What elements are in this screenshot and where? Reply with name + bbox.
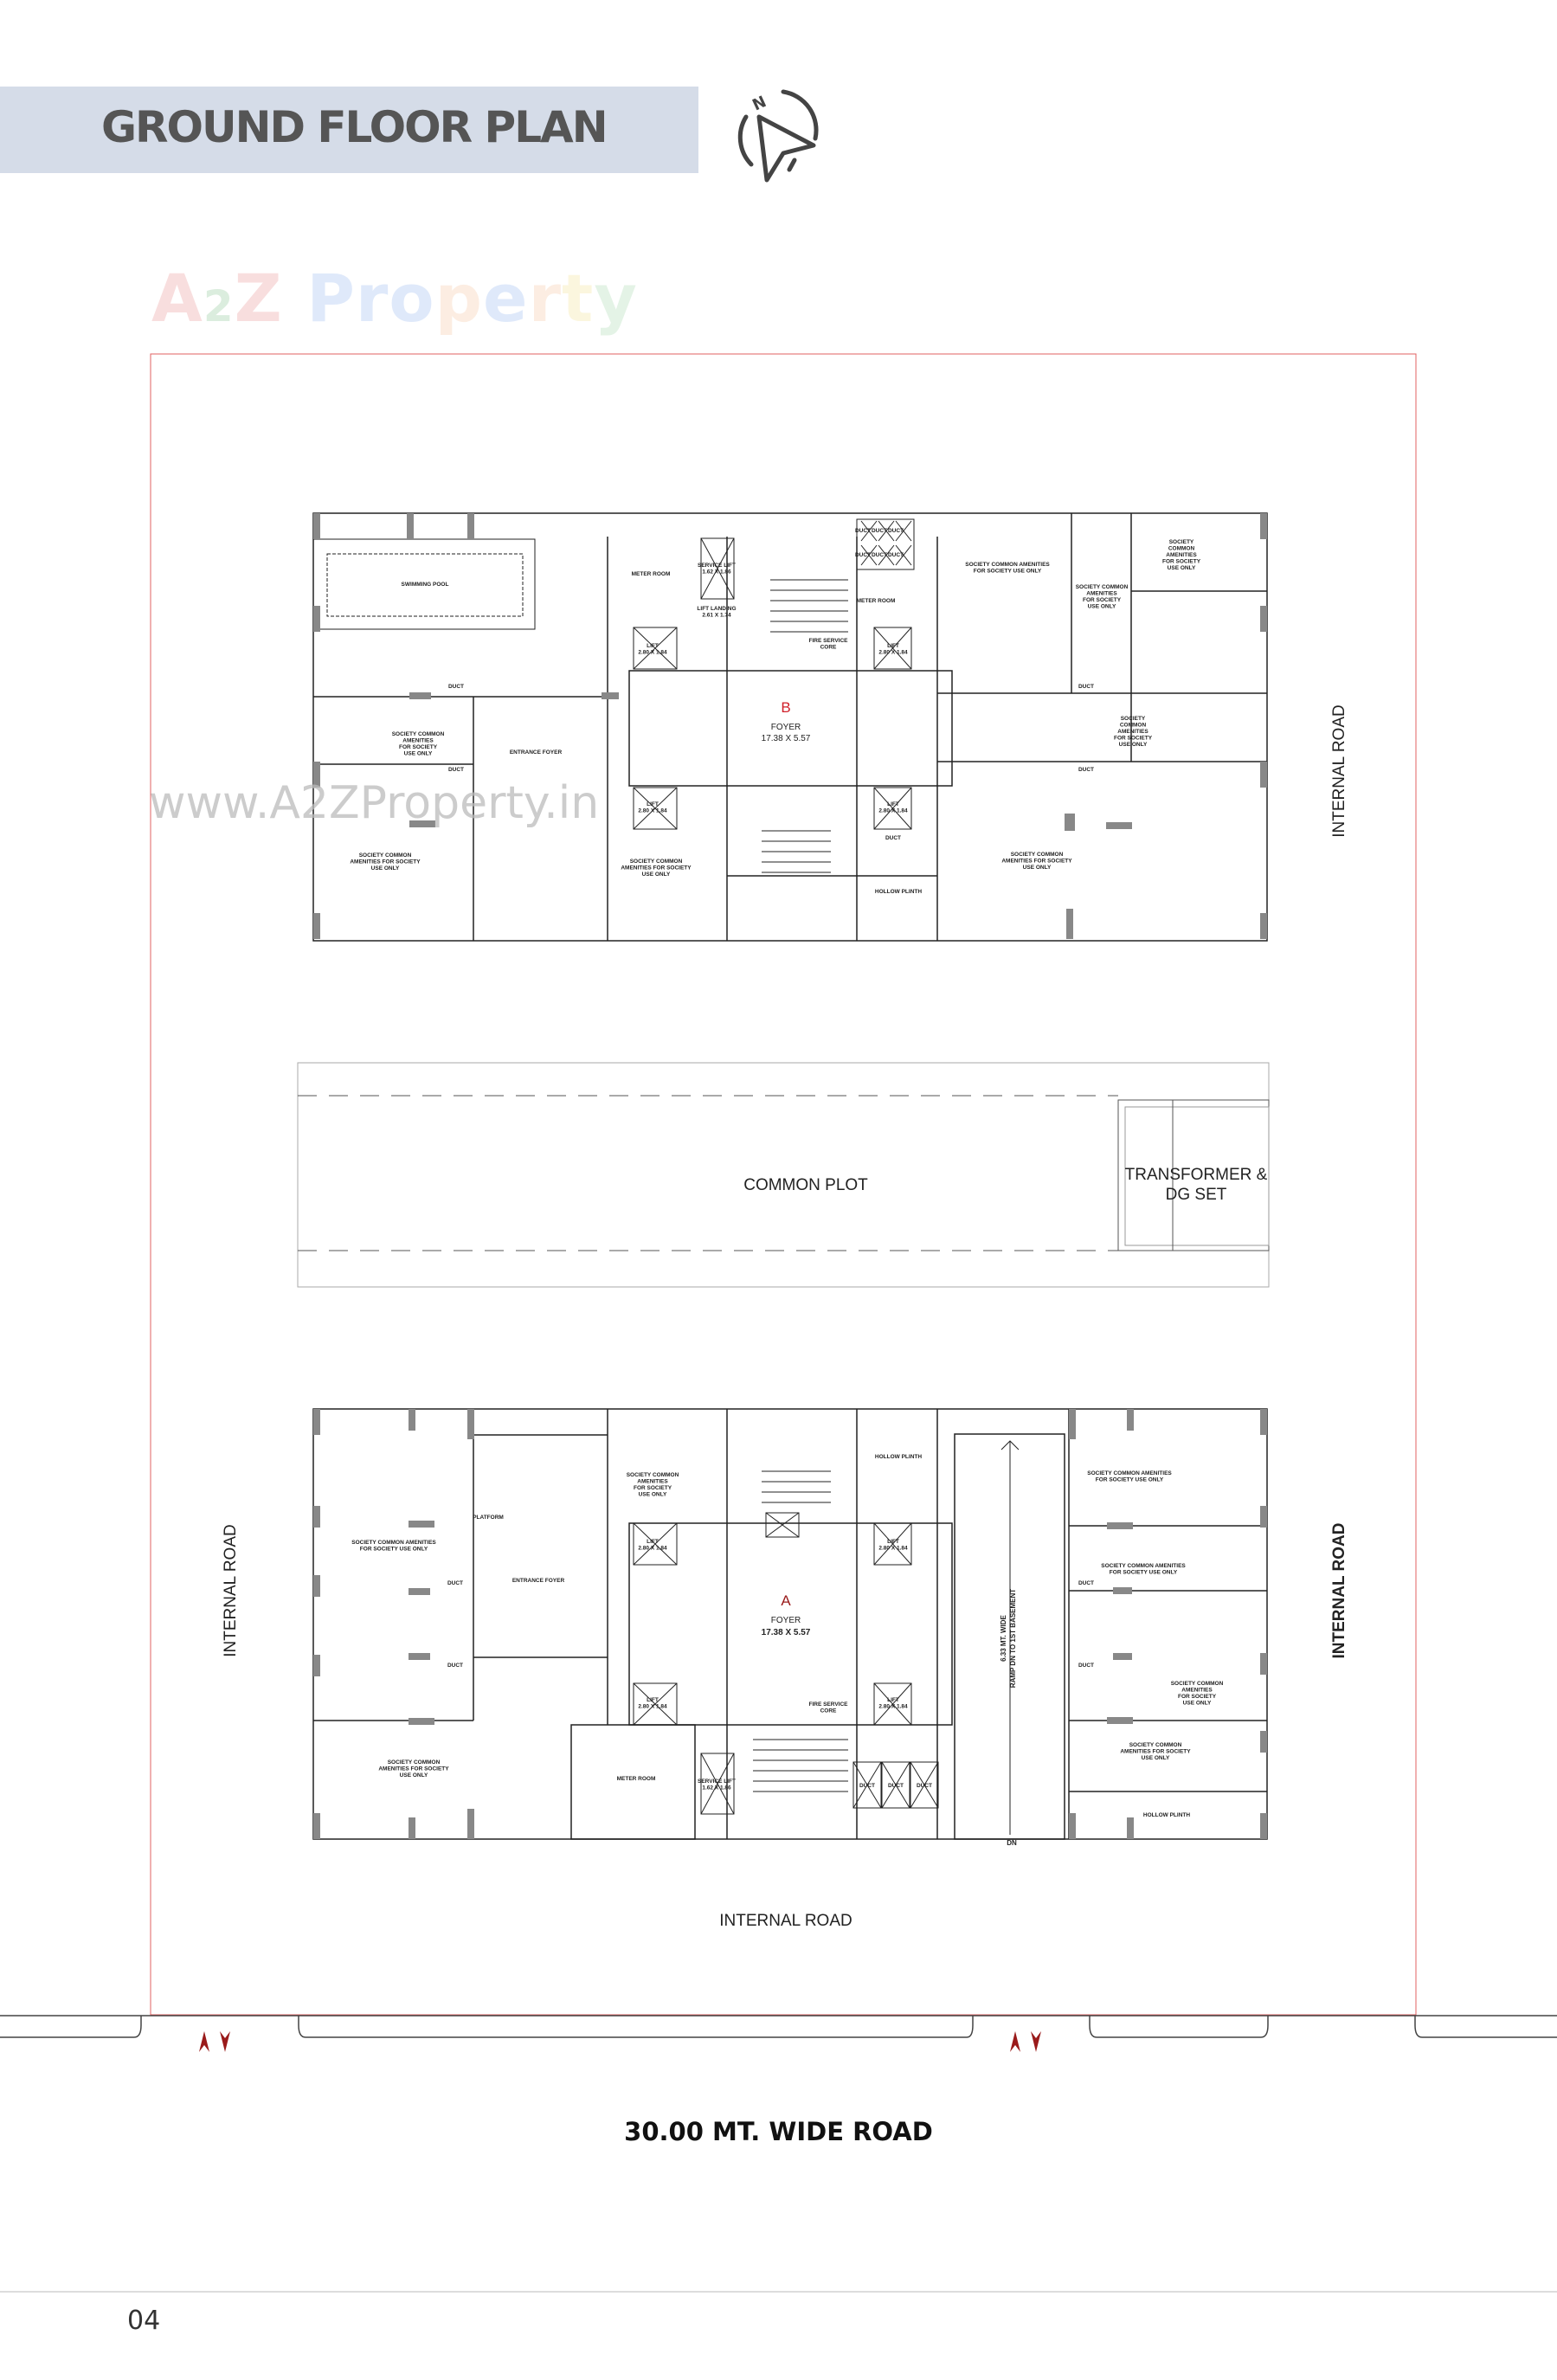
tower-b-plan (312, 512, 1268, 942)
tower-b-room-label: DUCT (1078, 684, 1094, 690)
common-plot (297, 1062, 1270, 1288)
internal-road-label-top-right: INTERNAL ROAD (1330, 704, 1348, 837)
tower-a-room-label: DUCT (888, 1783, 904, 1789)
tower-b-room-label: DUCT (448, 684, 464, 690)
tower-a-room-label: DUCT (1078, 1663, 1094, 1669)
tower-b-room-label: DUCT (1078, 767, 1094, 773)
internal-road-label-left: INTERNAL ROAD (222, 1524, 240, 1656)
tower-b-foyer: FOYER (771, 723, 801, 732)
tower-a-room-label: HOLLOW PLINTH (875, 1454, 922, 1460)
ramp-width-label: 6.33 MT. WIDE (1000, 1614, 1007, 1661)
tower-a-room-label: DUCT (447, 1580, 463, 1586)
ramp-dn-label: DN (1007, 1839, 1017, 1847)
tower-a-room-label: DUCT (1078, 1580, 1094, 1586)
tower-b-room-label: SWIMMING POOL (402, 582, 449, 588)
tower-a-room-label: ENTRANCE FOYER (512, 1578, 565, 1584)
ramp-label: RAMP DN TO 1ST BASEMENT (1009, 1589, 1017, 1688)
dg-set-label: DG SET (1166, 1186, 1227, 1204)
site-boundary (150, 353, 1417, 2016)
north-compass-icon: N (737, 89, 819, 183)
tower-b-room-label: METER ROOM (632, 571, 671, 577)
tower-a-room-label: DUCT (447, 1663, 463, 1669)
title-band (0, 87, 698, 173)
tower-b-room-label: DUCT (872, 528, 887, 534)
tower-b-room-label: DUCT (855, 528, 871, 534)
website-watermark: www.A2ZProperty.in (149, 777, 600, 829)
svg-text:N: N (750, 93, 769, 114)
tower-a-room-label: DUCT (917, 1783, 932, 1789)
tower-b-room-label: DUCT (855, 552, 871, 558)
tower-a-room-label: METER ROOM (617, 1776, 656, 1782)
tower-a-room-label: PLATFORM (473, 1515, 504, 1521)
tower-a-foyer: FOYER (771, 1616, 801, 1625)
tower-b-foyer-size: 17.38 X 5.57 (762, 734, 811, 743)
a2z-watermark-logo: A2Z Property (151, 260, 638, 337)
tower-a-plan (312, 1408, 1268, 1840)
tower-b-label: B (781, 699, 790, 716)
tower-b-room-label: DUCT (888, 552, 904, 558)
transformer-label: TRANSFORMER & (1125, 1166, 1268, 1184)
page-number: 04 (127, 2306, 161, 2336)
tower-b-room-label: DUCT (885, 835, 901, 841)
internal-road-label-bottom-right: INTERNAL ROAD (1330, 1523, 1348, 1659)
common-plot-label: COMMON PLOT (743, 1176, 868, 1194)
tower-a-label: A (781, 1592, 791, 1609)
main-road-edge (0, 2015, 1557, 2038)
tower-b-room-label: METER ROOM (857, 598, 896, 604)
internal-road-label-bottom: INTERNAL ROAD (719, 1912, 852, 1930)
tower-a-room-label: DUCT (859, 1783, 875, 1789)
tower-a-foyer-size: 17.38 X 5.57 (762, 1628, 811, 1637)
page-title: GROUND FLOOR PLAN (101, 102, 608, 152)
tower-b-room-label: HOLLOW PLINTH (875, 889, 922, 895)
tower-b-room-label: DUCT (448, 767, 464, 773)
entry-exit-arrow-icon (199, 2031, 1041, 2052)
tower-b-room-label: ENTRANCE FOYER (510, 749, 563, 756)
tower-b-room-label: DUCT (888, 528, 904, 534)
tower-b-room-label: DUCT (872, 552, 887, 558)
main-road-label: 30.00 MT. WIDE ROAD (624, 2117, 933, 2146)
tower-a-room-label: HOLLOW PLINTH (1143, 1812, 1190, 1818)
